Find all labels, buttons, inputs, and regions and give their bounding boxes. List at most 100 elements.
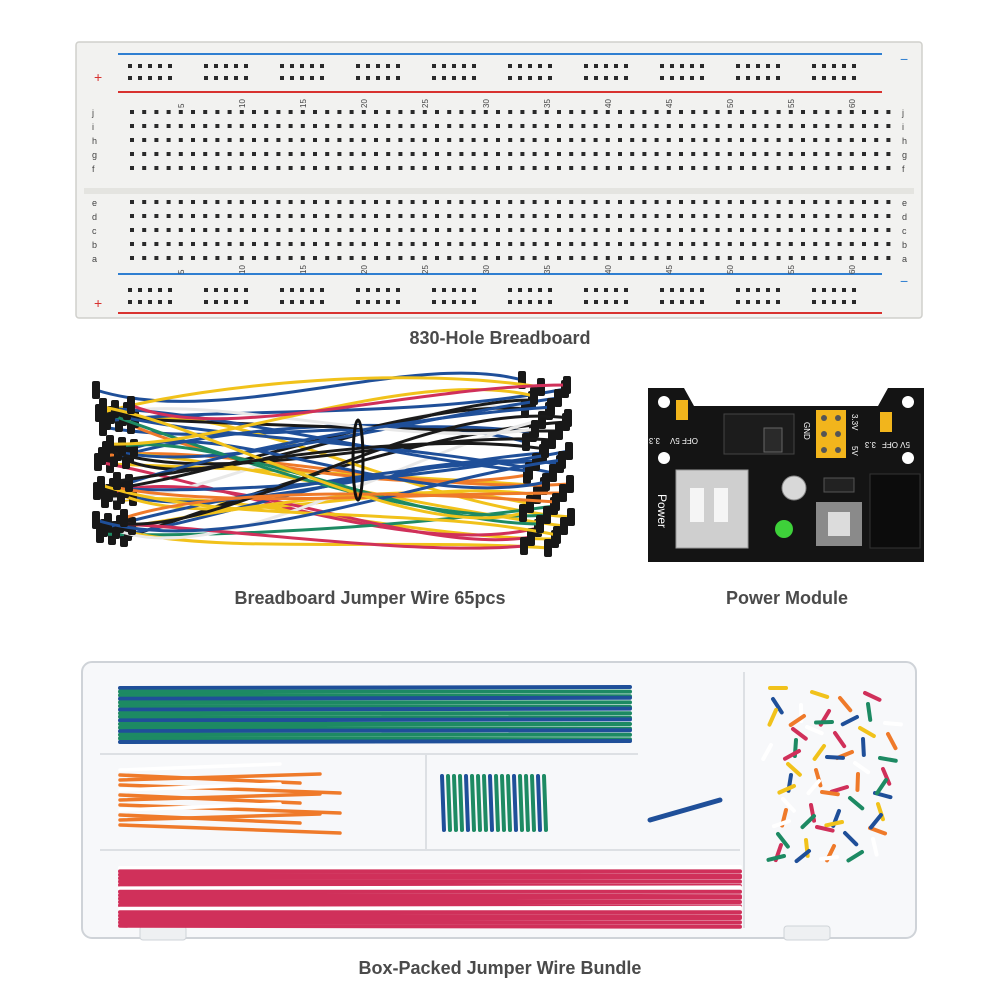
- breadboard-hole: [459, 256, 464, 260]
- breadboard-hole: [788, 228, 793, 232]
- breadboard-hole: [442, 300, 446, 304]
- breadboard-hole: [178, 242, 183, 246]
- breadboard-hole: [154, 110, 159, 114]
- breadboard-hole: [862, 152, 866, 156]
- breadboard-hole: [398, 256, 403, 260]
- breadboard-hole: [422, 152, 427, 156]
- breadboard-hole: [776, 166, 781, 170]
- breadboard-hole: [520, 242, 525, 246]
- breadboard-hole: [128, 76, 132, 80]
- breadboard-hole: [471, 166, 476, 170]
- breadboard-hole: [849, 152, 854, 156]
- breadboard-hole: [227, 242, 232, 246]
- breadboard-hole: [234, 76, 238, 80]
- breadboard-hole: [508, 152, 513, 156]
- breadboard-hole: [447, 256, 452, 260]
- u-jumper-wire: [771, 819, 791, 829]
- breadboard-hole: [239, 138, 244, 142]
- breadboard-hole: [435, 110, 439, 114]
- breadboard-hole: [442, 64, 446, 68]
- jumper-connector: [538, 411, 546, 429]
- breadboard-hole: [825, 110, 830, 114]
- breadboard-hole: [746, 300, 750, 304]
- breadboard-hole: [700, 300, 704, 304]
- breadboard-hole: [276, 124, 281, 128]
- column-number: 10: [238, 99, 247, 108]
- breadboard-hole: [154, 152, 159, 156]
- breadboard-hole: [398, 242, 403, 246]
- breadboard-hole: [605, 256, 610, 260]
- breadboard-hole: [520, 228, 525, 232]
- u-jumper-wire: [820, 790, 840, 797]
- breadboard-hole: [764, 256, 769, 260]
- breadboard-hole: [204, 76, 208, 80]
- column-number: 10: [238, 265, 247, 274]
- breadboard-hole: [191, 166, 195, 170]
- breadboard-hole: [496, 166, 500, 170]
- breadboard-hole: [886, 166, 891, 170]
- breadboard-hole: [154, 228, 159, 232]
- breadboard-hole: [630, 110, 635, 114]
- breadboard-hole: [361, 138, 366, 142]
- breadboard-hole: [581, 256, 586, 260]
- breadboard-hole: [214, 288, 218, 292]
- u-jumper-wire: [518, 774, 524, 832]
- u-jumper-wire: [777, 784, 796, 795]
- breadboard-hole: [276, 200, 281, 204]
- breadboard-hole: [252, 152, 256, 156]
- breadboard-hole: [727, 214, 732, 218]
- breadboard-hole: [548, 300, 552, 304]
- breadboard-hole: [766, 288, 770, 292]
- breadboard-hole: [852, 76, 856, 80]
- breadboard-hole: [581, 138, 586, 142]
- breadboard-hole: [459, 152, 464, 156]
- breadboard-hole: [496, 228, 500, 232]
- breadboard-hole: [471, 200, 476, 204]
- breadboard-hole: [459, 214, 464, 218]
- breadboard-hole: [703, 200, 708, 204]
- breadboard-hole: [142, 228, 147, 232]
- u-jumper-wire: [794, 849, 811, 864]
- breadboard-hole: [203, 110, 208, 114]
- breadboard-hole: [471, 110, 476, 114]
- breadboard-hole: [776, 152, 781, 156]
- breadboard-hole: [252, 256, 256, 260]
- breadboard-hole: [215, 256, 220, 260]
- breadboard-hole: [325, 256, 330, 260]
- jumper-connector: [553, 526, 561, 544]
- breadboard-hole: [679, 166, 683, 170]
- breadboard-hole: [300, 110, 305, 114]
- breadboard-hole: [227, 228, 232, 232]
- u-jumper-wire: [506, 774, 512, 832]
- breadboard-hole: [252, 110, 256, 114]
- breadboard-hole: [740, 200, 744, 204]
- breadboard-hole: [396, 64, 400, 68]
- jumper-connector: [544, 539, 552, 557]
- breadboard-hole: [471, 242, 476, 246]
- jumper-wire: [95, 458, 563, 533]
- breadboard-hole: [288, 124, 293, 128]
- u-jumper-wire: [825, 755, 845, 760]
- breadboard-hole: [276, 256, 281, 260]
- breadboard-hole: [532, 124, 537, 128]
- breadboard-hole: [410, 166, 415, 170]
- breadboard-hole: [727, 242, 732, 246]
- breadboard-hole: [727, 124, 732, 128]
- breadboard-hole: [538, 300, 542, 304]
- u-jumper-wire: [786, 762, 802, 777]
- u-jumper-wire: [118, 782, 282, 792]
- breadboard-hole: [666, 256, 671, 260]
- breadboard-hole: [227, 200, 232, 204]
- breadboard-hole: [320, 288, 324, 292]
- breadboard-hole: [148, 76, 152, 80]
- breadboard-hole: [442, 76, 446, 80]
- row-letter: i: [902, 122, 904, 132]
- breadboard-hole: [624, 76, 628, 80]
- breadboard-hole: [239, 228, 244, 232]
- u-jumper-wire: [118, 823, 342, 835]
- breadboard-hole: [227, 152, 232, 156]
- breadboard-hole: [459, 200, 464, 204]
- breadboard-hole: [740, 166, 744, 170]
- u-jumper-wire: [853, 761, 871, 775]
- breadboard-hole: [227, 110, 232, 114]
